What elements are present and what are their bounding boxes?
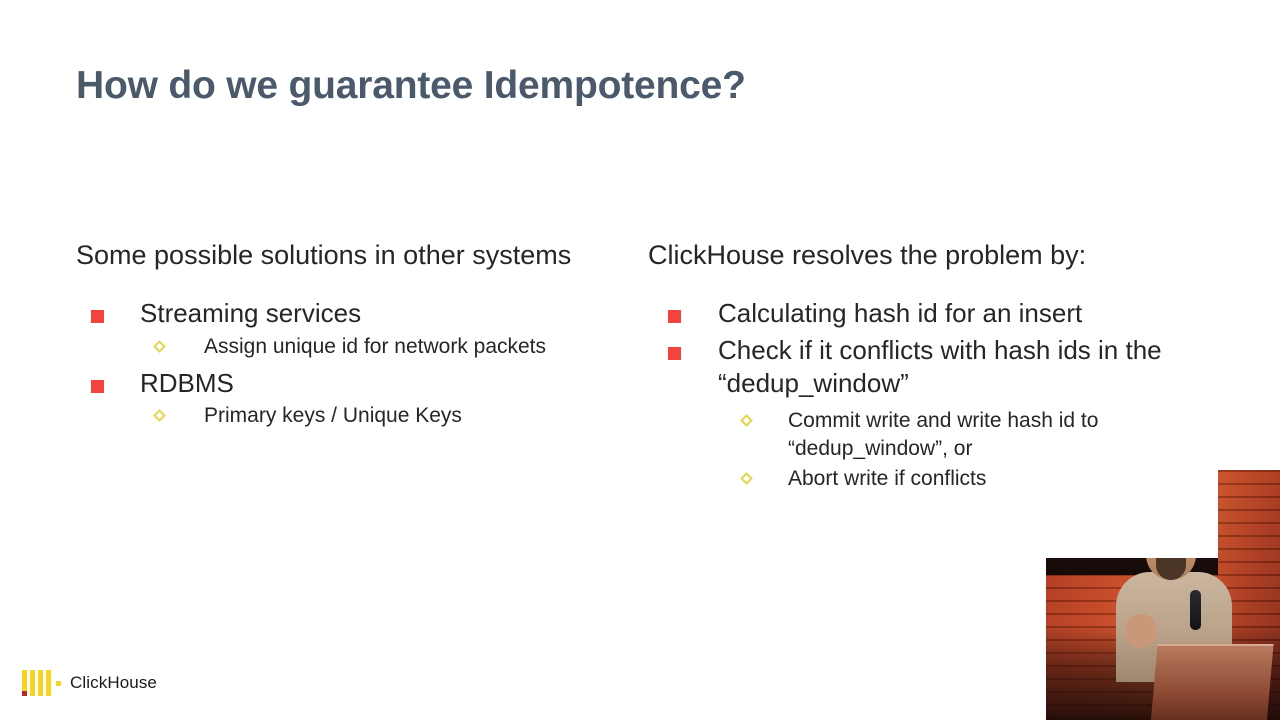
list-item: Assign unique id for network packets bbox=[140, 333, 646, 361]
bullet-label: Streaming services bbox=[140, 298, 362, 329]
left-column-heading: Some possible solutions in other systems bbox=[76, 240, 572, 270]
diamond-bullet-icon bbox=[740, 471, 753, 485]
logo-bar bbox=[30, 670, 35, 696]
webcam-scene bbox=[1046, 558, 1280, 720]
speaker-beard bbox=[1156, 558, 1186, 580]
clickhouse-logo: ClickHouse bbox=[22, 668, 157, 698]
left-column: Some possible solutions in other systems… bbox=[76, 240, 646, 436]
right-column-heading: ClickHouse resolves the problem by: bbox=[648, 240, 1087, 270]
list-item: Abort write if conflicts bbox=[718, 465, 1208, 493]
right-column: ClickHouse resolves the problem by: Calc… bbox=[648, 240, 1208, 498]
list-item: Check if it conflicts with hash ids in t… bbox=[648, 334, 1208, 493]
laptop bbox=[1150, 644, 1274, 720]
square-bullet-icon bbox=[668, 310, 681, 324]
bullet-label: RDBMS bbox=[140, 367, 234, 398]
diamond-bullet-icon bbox=[153, 339, 166, 353]
list-item: Calculating hash id for an insert bbox=[648, 297, 1208, 330]
list-item: Commit write and write hash id to “dedup… bbox=[718, 407, 1208, 462]
sub-bullet-label: Abort write if conflicts bbox=[788, 466, 987, 490]
sub-bullet-label: Primary keys / Unique Keys bbox=[204, 404, 462, 428]
logo-dot-icon bbox=[56, 680, 61, 686]
square-bullet-icon bbox=[91, 379, 104, 393]
right-sub-list: Commit write and write hash id to “dedup… bbox=[718, 407, 1208, 492]
diamond-bullet-icon bbox=[153, 409, 166, 423]
left-sub-list-2: Primary keys / Unique Keys bbox=[140, 402, 646, 430]
left-bullet-list: Streaming services Assign unique id for … bbox=[76, 297, 646, 430]
left-sub-list-1: Assign unique id for network packets bbox=[140, 333, 646, 361]
logo-bar bbox=[22, 670, 27, 696]
bullet-label: Calculating hash id for an insert bbox=[718, 298, 1083, 329]
speaker-webcam-overlay bbox=[1046, 558, 1280, 720]
right-bullet-list: Calculating hash id for an insert Check … bbox=[648, 297, 1208, 492]
page-title: How do we guarantee Idempotence? bbox=[76, 64, 746, 107]
brand-wordmark: ClickHouse bbox=[70, 673, 157, 692]
logo-bar bbox=[38, 670, 43, 696]
sub-bullet-label: Assign unique id for network packets bbox=[204, 334, 547, 358]
square-bullet-icon bbox=[91, 310, 104, 324]
speaker-hand bbox=[1126, 614, 1156, 648]
list-item: Primary keys / Unique Keys bbox=[140, 402, 646, 430]
sub-bullet-label: Commit write and write hash id to “dedup… bbox=[788, 409, 1099, 461]
logo-bar bbox=[46, 670, 51, 696]
list-item: RDBMS Primary keys / Unique Keys bbox=[76, 367, 646, 430]
diamond-bullet-icon bbox=[740, 414, 753, 428]
square-bullet-icon bbox=[668, 346, 681, 360]
microphone bbox=[1190, 590, 1201, 630]
bullet-label: Check if it conflicts with hash ids in t… bbox=[718, 334, 1162, 398]
list-item: Streaming services Assign unique id for … bbox=[76, 297, 646, 360]
speaker-figure bbox=[1110, 558, 1274, 720]
clickhouse-bars-icon bbox=[22, 670, 51, 696]
